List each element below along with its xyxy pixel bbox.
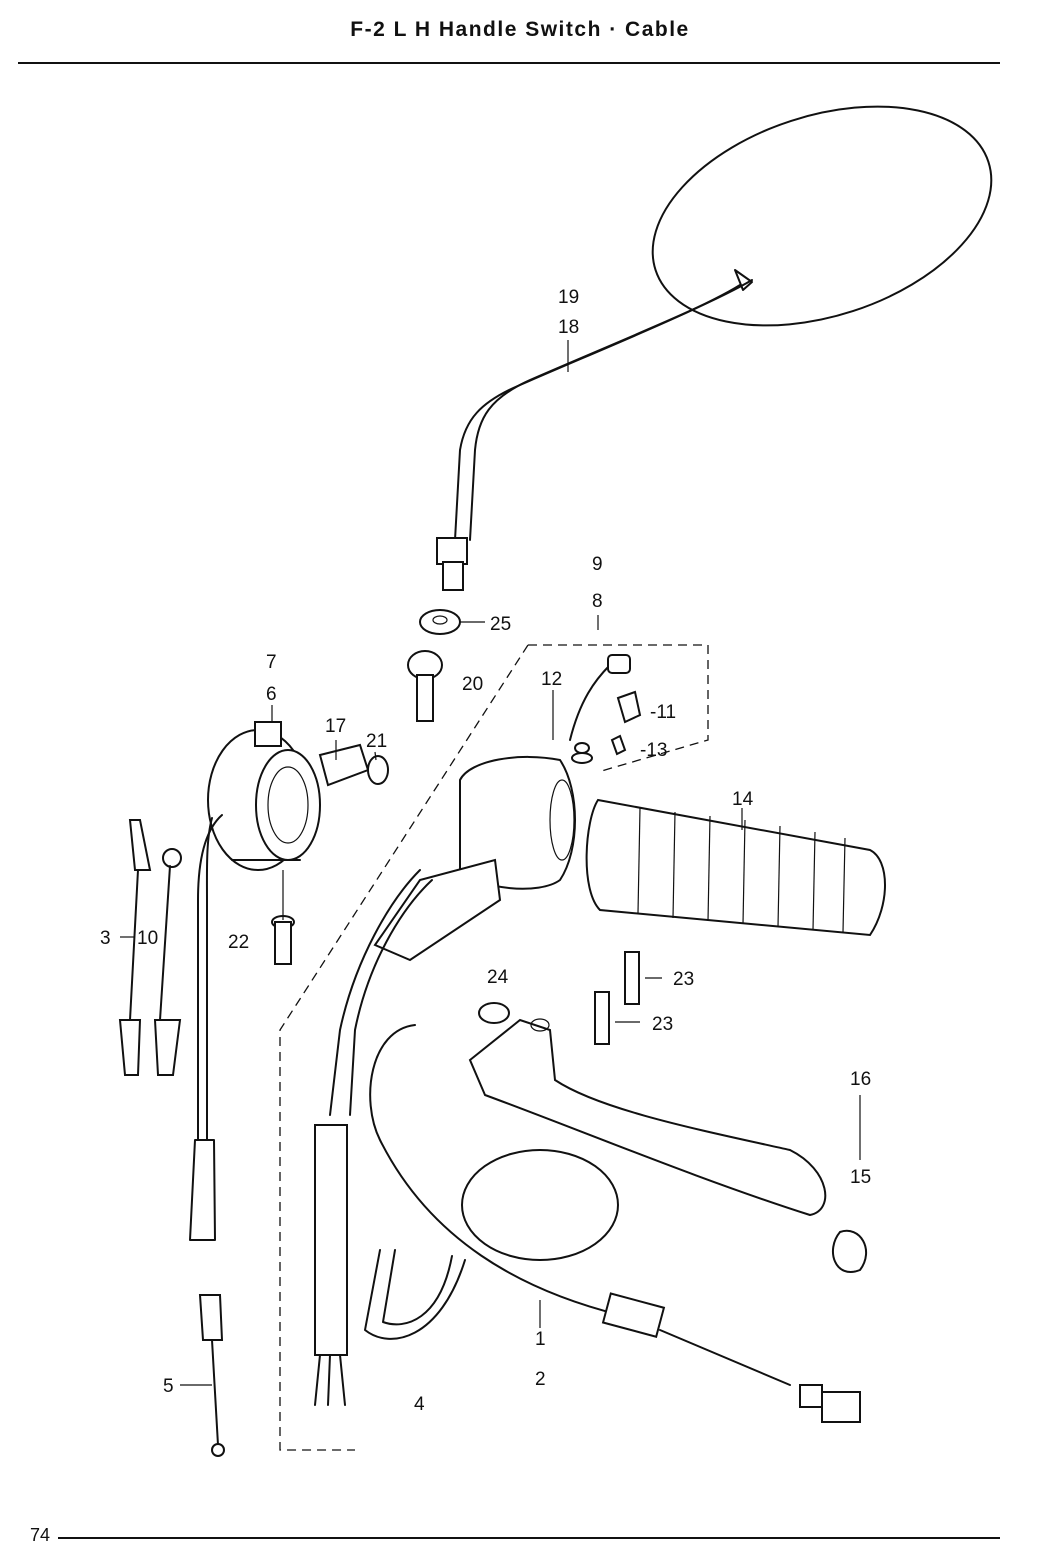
callout-11: -11 [650,702,676,723]
nut-25 [419,609,461,635]
callout-24: 24 [487,967,509,988]
bolt-20 [407,650,443,722]
wire-5 [198,1294,225,1457]
callout-19: 19 [558,287,579,308]
callout-21: 21 [366,731,387,752]
callout-3: 3 [100,928,111,949]
wire-harness-3-10 [118,819,182,1076]
callout-20: 20 [462,674,483,695]
callout-16: 16 [850,1069,871,1090]
callout-10: 10 [137,928,158,949]
mirror-assembly [436,105,993,591]
callout-23b: 23 [652,1014,673,1035]
leader-21 [374,751,377,761]
page-number: 74 [30,1525,51,1545]
clutch-lever-15-16 [468,1018,867,1273]
bolts-23 [594,951,640,1045]
callout-12: 12 [541,669,562,690]
nut-24 [478,1002,510,1024]
switch-housing-6-7 [189,721,321,1241]
callout-7: 7 [266,652,277,673]
callout-2: 2 [535,1369,546,1390]
lever-bracket-group [569,654,642,764]
callout-13: -13 [640,740,667,761]
callout-4: 4 [414,1394,425,1415]
boundary-lever-group [528,644,709,773]
callout-15: 15 [850,1167,871,1188]
footer-rule [58,1537,1000,1539]
lever-holder [373,755,576,962]
callout-18: 18 [558,317,579,338]
callout-14: 14 [732,789,754,810]
switch-cable-sleeve [314,869,433,1406]
header-rule [18,62,1000,64]
callout-6: 6 [266,684,277,705]
clutch-cable-1-2 [369,1024,861,1423]
page-title: F-2 L H Handle Switch · Cable [350,18,690,41]
callout-1: 1 [535,1329,546,1350]
callout-22: 22 [228,932,249,953]
callout-8: 8 [592,591,603,612]
band-4 [364,1249,466,1340]
callout-25: 25 [490,614,511,635]
callout-5: 5 [163,1376,174,1397]
grip-14 [585,798,886,937]
callout-23a: 23 [673,969,694,990]
callout-9: 9 [592,554,603,575]
callout-17: 17 [325,716,346,737]
adjuster-17-21 [318,743,389,787]
screw-22 [271,915,295,965]
boundary-switch-group [279,644,529,1451]
